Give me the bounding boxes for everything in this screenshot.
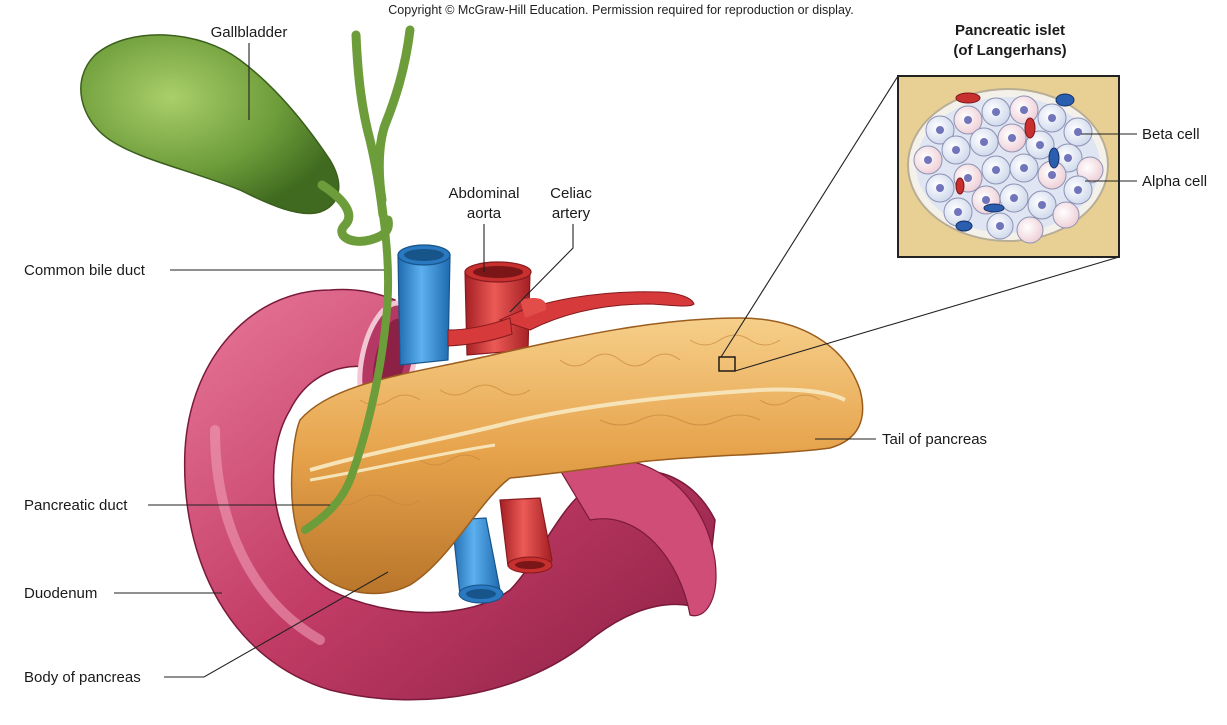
vena-cava: [397, 254, 451, 366]
pancreatic-duct: [309, 387, 846, 472]
anatomy-illustration: [80, 25, 864, 701]
label-tail-of-pancreas: Tail of pancreas: [882, 431, 987, 448]
pancreas-shape: [290, 317, 864, 595]
label-gallbladder: Gallbladder: [211, 24, 288, 41]
common-bile-duct: [301, 211, 393, 534]
label-body-of-pancreas: Body of pancreas: [24, 669, 141, 686]
label-beta-cell: Beta cell: [1142, 126, 1200, 143]
label-common-bile-duct: Common bile duct: [24, 262, 146, 279]
duodenum-shape: [183, 288, 716, 701]
celiac-artery-branches: [498, 291, 695, 331]
label-alpha-cell: Alpha cell: [1142, 173, 1207, 190]
inset-title-line1: Pancreatic islet: [955, 22, 1065, 39]
label-pancreatic-duct: Pancreatic duct: [24, 497, 128, 514]
islet-marker: [718, 356, 736, 372]
label-abdominal-aorta-line2: aorta: [467, 205, 502, 222]
gallbladder-shape: [80, 34, 340, 215]
label-duodenum: Duodenum: [24, 585, 97, 602]
islet-cells: [913, 95, 1104, 244]
label-celiac-artery-line1: Celiac: [550, 185, 592, 202]
islet-inset: [897, 75, 1120, 258]
copyright-text: Copyright © McGraw-Hill Education. Permi…: [388, 3, 853, 17]
inset-title-line2: (of Langerhans): [953, 42, 1066, 59]
label-abdominal-aorta-line1: Abdominal: [449, 185, 520, 202]
label-celiac-artery-line2: artery: [552, 205, 591, 222]
